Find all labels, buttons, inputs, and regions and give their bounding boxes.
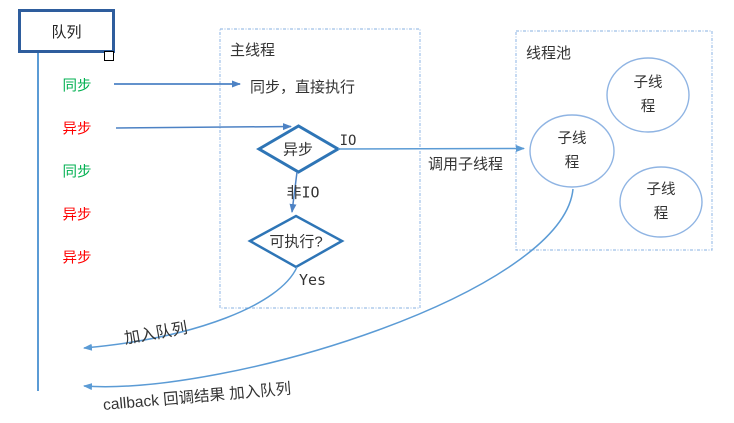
worker-thread-circle-main bbox=[529, 114, 615, 188]
worker-thread-circle-top bbox=[606, 57, 690, 133]
yes-label: Yes bbox=[299, 271, 327, 289]
main-thread-box bbox=[219, 28, 421, 309]
selection-handle bbox=[104, 51, 114, 61]
executable-diamond-label: 可执行? bbox=[269, 233, 323, 251]
queue-item-async-1: 异步 bbox=[62, 121, 92, 138]
queue-item-sync-1: 同步 bbox=[62, 78, 92, 95]
queue-item-sync-2: 同步 bbox=[62, 164, 92, 181]
io-label: IO bbox=[339, 133, 357, 149]
main-thread-title: 主线程 bbox=[230, 42, 276, 59]
callback-curve bbox=[83, 188, 574, 391]
queue-label: 队列 bbox=[51, 23, 82, 41]
non-io-label: 非IO bbox=[286, 183, 320, 202]
io-call-arrow bbox=[337, 145, 525, 153]
worker-thread-label-bottom: 子线程 bbox=[646, 182, 676, 222]
sync-note: 同步，直接执行 bbox=[250, 79, 356, 96]
worker-thread-label-top: 子线程 bbox=[633, 75, 663, 115]
call-arrow-label: 调用子线程 bbox=[428, 156, 504, 173]
async-diamond-label: 异步 bbox=[282, 141, 314, 159]
executable-diamond bbox=[247, 214, 345, 269]
queue-item-async-2: 异步 bbox=[62, 207, 92, 224]
thread-pool-box bbox=[515, 30, 713, 251]
enqueue-curve bbox=[83, 266, 298, 351]
async-arrow bbox=[115, 123, 292, 131]
non-io-connector bbox=[289, 171, 298, 213]
queue-item-async-3: 异步 bbox=[62, 250, 92, 267]
thread-pool-title: 线程池 bbox=[526, 45, 572, 62]
queue-box: 队列 bbox=[18, 9, 115, 53]
worker-thread-circle-bottom bbox=[619, 166, 703, 238]
worker-thread-label-main: 子线程 bbox=[557, 131, 587, 171]
